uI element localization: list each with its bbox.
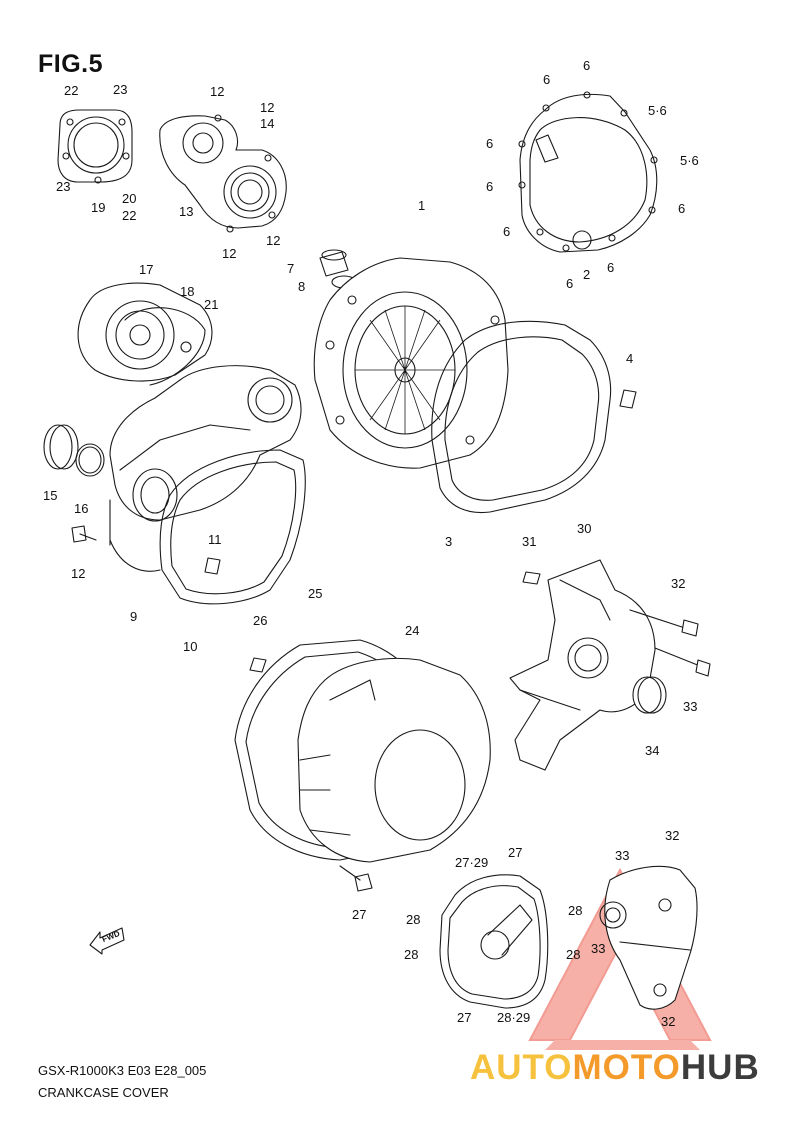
- part-bolt-33: [654, 647, 711, 677]
- callout-23-b: 23: [56, 179, 71, 194]
- callout-24: 24: [405, 623, 420, 638]
- figure-caption: CRANKCASE COVER: [38, 1085, 169, 1100]
- callout-9: 9: [130, 609, 138, 624]
- callout-1: 1: [418, 198, 426, 213]
- callout-28-d: 28: [566, 947, 581, 962]
- callout-6-h: 6: [566, 276, 574, 291]
- callout-27-29: 27·29: [455, 855, 489, 870]
- part-dowel-pin-31: [522, 571, 541, 585]
- part-clutch-side-cover-top: [518, 91, 658, 253]
- callout-12-d: 12: [222, 246, 237, 261]
- watermark-logo: AUTOMOTOHUB: [470, 1048, 760, 1088]
- callout-5-6-b: 5·6: [680, 153, 699, 168]
- callout-22-b: 22: [122, 208, 137, 223]
- callout-25: 25: [308, 586, 323, 601]
- part-oil-seal: [43, 424, 105, 477]
- callout-10: 10: [183, 639, 198, 654]
- part-left-crankcase-cover: [109, 365, 302, 572]
- callout-6-c: 6: [486, 136, 494, 151]
- watermark-moto: MOTO: [572, 1048, 681, 1087]
- callout-19: 19: [91, 200, 106, 215]
- part-dowel-pin-26: [249, 657, 267, 673]
- part-water-pump: [159, 114, 287, 233]
- part-bracket-30: [509, 559, 656, 771]
- callout-27-c: 27: [457, 1010, 472, 1025]
- callout-28-c: 28: [404, 947, 419, 962]
- callout-6-g: 6: [607, 260, 615, 275]
- part-generator-cover: [297, 657, 491, 863]
- part-clutch-cover: [313, 257, 509, 469]
- callout-6-e: 6: [678, 201, 686, 216]
- callout-6-a: 6: [583, 58, 591, 73]
- part-left-cover-gasket: [159, 449, 306, 605]
- callout-27-a: 27: [352, 907, 367, 922]
- callout-4: 4: [626, 351, 634, 366]
- callout-28-b: 28: [568, 903, 583, 918]
- callout-34: 34: [645, 743, 660, 758]
- fwd-arrow-icon: [89, 927, 125, 955]
- part-small-cover-19: [57, 109, 133, 184]
- watermark-hub: HUB: [680, 1048, 760, 1087]
- callout-28-29: 28·29: [497, 1010, 531, 1025]
- callout-32-c: 32: [661, 1014, 676, 1029]
- callout-33-c: 33: [591, 941, 606, 956]
- callout-20: 20: [122, 191, 137, 206]
- callout-26: 26: [253, 613, 268, 628]
- callout-27-b: 27: [508, 845, 523, 860]
- callout-16: 16: [74, 501, 89, 516]
- callout-32-a: 32: [671, 576, 686, 591]
- callout-23-a: 23: [113, 82, 128, 97]
- callout-18: 18: [180, 284, 195, 299]
- callout-21: 21: [204, 297, 219, 312]
- callout-13: 13: [179, 204, 194, 219]
- callout-7: 7: [287, 261, 295, 276]
- callout-8: 8: [298, 279, 306, 294]
- callout-3: 3: [445, 534, 453, 549]
- callout-14: 14: [260, 116, 275, 131]
- part-dowel-pin-4: [619, 389, 637, 409]
- callout-12-c: 12: [266, 233, 281, 248]
- callout-17: 17: [139, 262, 154, 277]
- callout-30: 30: [577, 521, 592, 536]
- part-oil-pump-housing: [77, 282, 213, 386]
- callout-6-b: 6: [543, 72, 551, 87]
- callout-12-e: 12: [71, 566, 86, 581]
- figure-title: FIG.5: [38, 50, 104, 78]
- callout-31: 31: [522, 534, 537, 549]
- part-bolt-12: [71, 525, 97, 543]
- part-starter-clutch-cover: [439, 874, 549, 1009]
- model-code: GSX-R1000K3 E03 E28_005: [38, 1063, 207, 1078]
- callout-6-d: 6: [486, 179, 494, 194]
- callout-11: 11: [208, 532, 222, 547]
- callout-2: 2: [583, 267, 591, 282]
- callout-12-a: 12: [210, 84, 225, 99]
- part-sprocket-cover-bracket: [599, 865, 698, 1010]
- part-clutch-cover-gasket: [431, 320, 612, 514]
- part-bolt-32: [629, 609, 699, 637]
- part-bolt-27: [339, 865, 373, 892]
- watermark-auto: AUTO: [470, 1048, 573, 1087]
- callout-15: 15: [43, 488, 58, 503]
- callout-6-f: 6: [503, 224, 511, 239]
- callout-28-a: 28: [406, 912, 421, 927]
- callout-33-b: 33: [615, 848, 630, 863]
- callout-33-a: 33: [683, 699, 698, 714]
- callout-12-b: 12: [260, 100, 275, 115]
- callout-32-b: 32: [665, 828, 680, 843]
- callout-22-a: 22: [64, 83, 79, 98]
- part-cap-34: [632, 676, 667, 714]
- callout-5-6-a: 5·6: [648, 103, 667, 118]
